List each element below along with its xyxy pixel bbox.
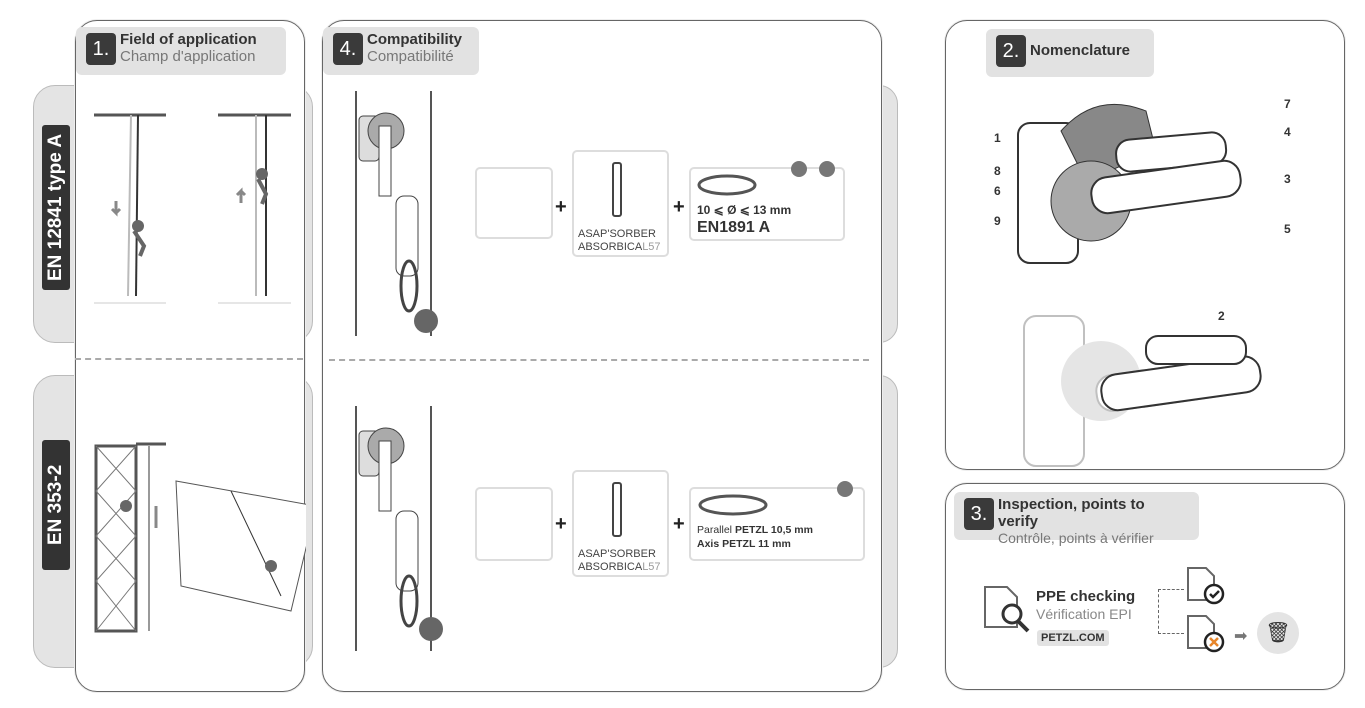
panel-nomenclature: 2. Nomenclature 1 2 3 4 5 6 7 8 9 (945, 20, 1345, 470)
device-box (475, 487, 553, 561)
arrow-right-icon: ➡ (1234, 628, 1248, 645)
label-7: 7 (1284, 97, 1291, 111)
section-subtitle: Contrôle, points à vérifier (998, 530, 1154, 546)
device-on-rope-illustration (355, 91, 438, 336)
device-diagram (1017, 103, 1262, 467)
label-6: 6 (994, 184, 1001, 198)
checklist-fail-icon (1187, 615, 1225, 653)
sewn-termination-icon (837, 481, 853, 497)
absorber-icon (612, 482, 622, 537)
ppe-subtitle: Vérification EPI (1036, 606, 1132, 622)
label-2: 2 (1218, 309, 1225, 323)
label-3: 3 (1284, 172, 1291, 186)
label-9: 9 (994, 214, 1001, 228)
device-box (475, 167, 553, 239)
absorber-icon (612, 162, 622, 217)
section-number: 4. (333, 33, 363, 65)
section-title: Field of application (120, 31, 257, 48)
section-header: 1. Field of application Champ d'applicat… (76, 27, 286, 75)
label-5: 5 (1284, 222, 1291, 236)
rope-norm: EN1891 A (697, 219, 771, 236)
section-title: Nomenclature (1030, 42, 1131, 59)
plus-sign: + (673, 196, 685, 218)
ppe-title: PPE checking (1036, 588, 1136, 605)
panel-field-of-application: 1. Field of application Champ d'applicat… (75, 20, 306, 692)
section-number: 1. (86, 33, 116, 65)
plus-sign: + (555, 513, 567, 535)
panel-inspection: 3. Inspection, points to verify Contrôle… (945, 483, 1345, 690)
plus-sign: + (673, 513, 685, 535)
label-8: 8 (994, 164, 1001, 178)
rope-coil-icon (698, 494, 768, 516)
section-header: 3. Inspection, points to verify Contrôle… (954, 492, 1199, 546)
standard-label-en12841: EN 12841 type A (42, 125, 70, 290)
sewn-termination-icon (791, 161, 807, 177)
section-divider (329, 359, 869, 361)
rope-diameter: 10 ⩽ Ø ⩽ 13 mm (697, 203, 792, 217)
trash-icon: 🗑 (1257, 612, 1299, 654)
rope-box: 10 ⩽ Ø ⩽ 13 mm EN1891 A (689, 161, 845, 241)
section-title: Inspection, points to verify (998, 496, 1145, 530)
panel-compatibility: 4. Compatibility Compatibilité + ASAP'SO… (322, 20, 882, 692)
device-on-rope-illustration (355, 406, 443, 651)
section-subtitle: Compatibilité (367, 48, 454, 65)
label-4: 4 (1284, 125, 1291, 139)
section-number: 2. (996, 35, 1026, 67)
section-subtitle: Champ d'application (120, 48, 256, 65)
section-title: Compatibility (367, 31, 463, 48)
section-header: 2. Nomenclature (986, 29, 1154, 77)
section-number: 3. (964, 498, 994, 530)
label-1: 1 (994, 131, 1001, 145)
section-header: 4. Compatibility Compatibilité (323, 27, 479, 75)
plus-sign: + (555, 196, 567, 218)
fall-arrest-illustration (94, 442, 306, 633)
section-divider (75, 358, 303, 360)
knot-termination-icon (819, 161, 835, 177)
branch-connector (1158, 589, 1184, 634)
standard-label-en353: EN 353-2 (42, 440, 70, 570)
rope-access-illustration (94, 113, 291, 304)
rope-coil-icon (697, 174, 757, 196)
checklist-ok-icon (1187, 567, 1225, 605)
petzl-website-link[interactable]: PETZL.COM (1037, 630, 1109, 646)
document-magnifier-icon (984, 586, 1030, 633)
